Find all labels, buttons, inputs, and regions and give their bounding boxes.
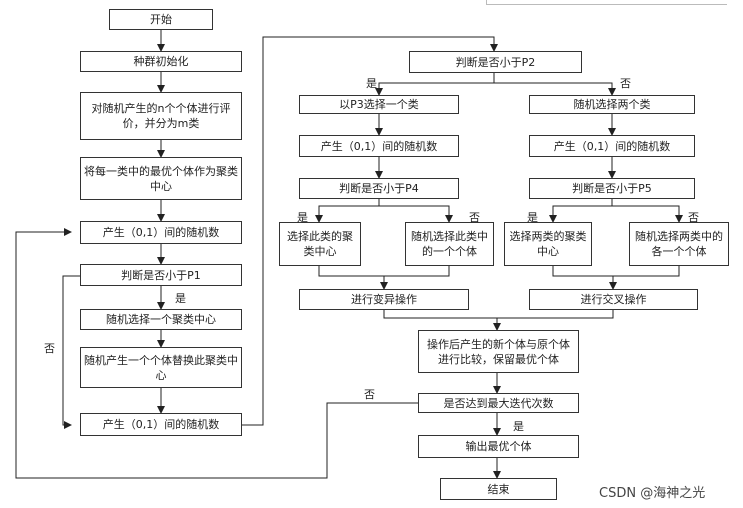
cluster-center-node: 将每一类中的最优个体作为聚类中心 xyxy=(80,157,242,200)
random-number-node-a: 产生（0,1）间的随机数 xyxy=(299,135,459,157)
label-no-max-iter: 否 xyxy=(364,388,375,401)
label-no-p5: 否 xyxy=(688,211,699,224)
watermark-text: CSDN @海神之光 xyxy=(599,486,706,501)
random-number-node-2: 产生（0,1）间的随机数 xyxy=(80,413,242,436)
mutation-node: 进行变异操作 xyxy=(299,289,469,310)
table-fragment xyxy=(486,0,727,5)
random-each-in-two-node: 随机选择两类中的各一个个体 xyxy=(629,222,729,266)
pick-cluster-center-node: 随机选择一个聚类中心 xyxy=(80,309,242,330)
evaluate-classify-node: 对随机产生的n个个体进行评价，并分为m类 xyxy=(80,92,242,140)
judge-p4-node: 判断是否小于P4 xyxy=(299,178,459,199)
select-two-centers-node: 选择两类的聚类中心 xyxy=(504,222,592,266)
random-number-node-1: 产生（0,1）间的随机数 xyxy=(80,221,242,244)
start-node: 开始 xyxy=(109,9,213,30)
label-yes-p1: 是 xyxy=(175,292,186,305)
random-number-node-b: 产生（0,1）间的随机数 xyxy=(529,135,695,157)
replace-center-node: 随机产生一个个体替换此聚类中心 xyxy=(80,347,242,388)
label-no-p1: 否 xyxy=(44,342,55,355)
label-yes-p5: 是 xyxy=(527,211,538,224)
select-this-center-node: 选择此类的聚类中心 xyxy=(279,222,361,266)
init-population-node: 种群初始化 xyxy=(80,51,242,72)
pick-two-classes-node: 随机选择两个类 xyxy=(529,95,695,114)
label-yes-p2: 是 xyxy=(366,77,377,90)
label-no-p4: 否 xyxy=(469,211,480,224)
judge-p1-node: 判断是否小于P1 xyxy=(80,264,242,286)
random-one-in-class-node: 随机选择此类中的一个个体 xyxy=(405,222,494,266)
max-iteration-node: 是否达到最大迭代次数 xyxy=(418,393,579,413)
label-no-p2: 否 xyxy=(620,77,631,90)
p3-select-class-node: 以P3选择一个类 xyxy=(299,95,459,114)
judge-p5-node: 判断是否小于P5 xyxy=(529,178,695,199)
output-best-node: 输出最优个体 xyxy=(418,435,579,458)
compare-keep-best-node: 操作后产生的新个体与原个体进行比较，保留最优个体 xyxy=(418,330,579,373)
label-yes-max-iter: 是 xyxy=(513,420,524,433)
judge-p2-node: 判断是否小于P2 xyxy=(409,51,582,73)
end-node: 结束 xyxy=(440,478,557,500)
label-yes-p4: 是 xyxy=(297,211,308,224)
crossover-node: 进行交叉操作 xyxy=(529,289,698,310)
